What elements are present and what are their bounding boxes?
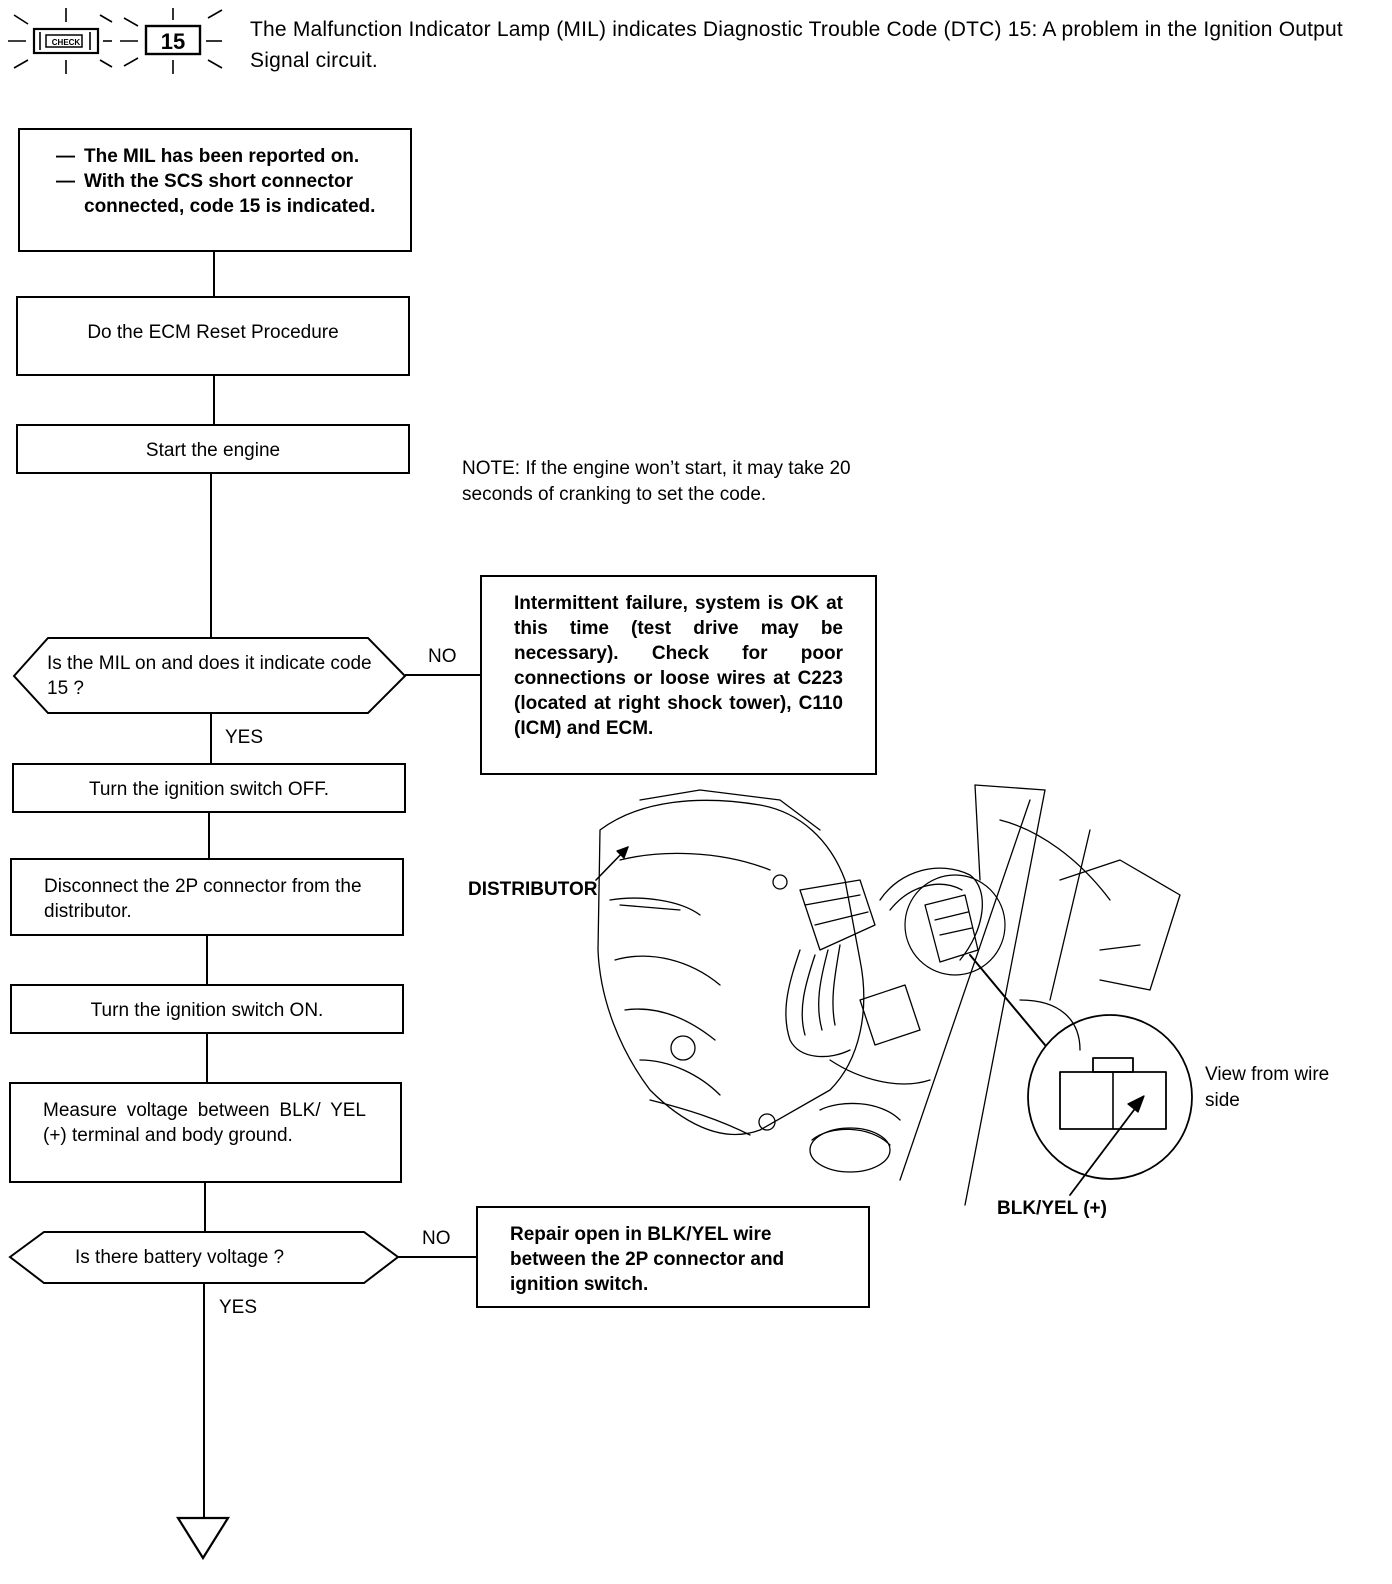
step-ignition-off-box: Turn the ignition switch OFF. xyxy=(12,763,406,813)
terminal-arrow xyxy=(1069,1101,1141,1196)
connector-line xyxy=(398,1256,476,1258)
connector-line xyxy=(206,934,208,985)
connector-line xyxy=(213,250,215,297)
step-measure-voltage-box: Measure voltage between BLK/ YEL (+) ter… xyxy=(9,1082,402,1183)
view-from-wire-side-label: View from wire side xyxy=(1205,1064,1330,1111)
2p-connector-icon xyxy=(924,894,979,963)
step-mil-reported-box: The MIL has been reported on. With the S… xyxy=(18,128,412,252)
connector-line xyxy=(213,374,215,425)
connector-line xyxy=(206,1034,208,1083)
view-circle xyxy=(1027,1014,1193,1180)
continue-arrow-icon xyxy=(176,1516,230,1561)
step-ignition-on-text: Turn the ignition switch ON. xyxy=(90,1000,324,1021)
check-engine-icon xyxy=(32,27,100,55)
mil-icon-group: CHECK 15 xyxy=(8,8,223,74)
connector-line xyxy=(210,473,212,640)
check-lamp-text: CHECK xyxy=(52,38,81,47)
step-ecm-reset-text: Do the ECM Reset Procedure xyxy=(87,322,339,343)
step-measure-voltage-text: Measure voltage between BLK/ YEL (+) ter… xyxy=(43,1100,366,1146)
step-scs-connected-line: With the SCS short connector connected, … xyxy=(56,169,390,219)
decision-mil-on-no-label: NO xyxy=(428,646,457,667)
step-start-engine-text: Start the engine xyxy=(145,440,281,461)
result-intermittent-box: Intermittent failure, system is OK at th… xyxy=(480,575,877,775)
code-number: 15 xyxy=(161,29,185,54)
code-15-box xyxy=(144,24,202,56)
step-mil-reported-line: The MIL has been reported on. xyxy=(56,144,390,169)
connector-line xyxy=(204,1182,206,1232)
distributor-label: DISTRIBUTOR xyxy=(468,879,598,900)
blk-yel-terminal-label: BLK/YEL (+) xyxy=(997,1198,1107,1219)
decision-mil-on-text: Is the MIL on and does it indicate code … xyxy=(47,653,372,699)
connector-line xyxy=(203,1283,205,1520)
result-repair-text: Repair open in BLK/YEL wire between the … xyxy=(510,1224,785,1295)
distributor-housing xyxy=(597,799,865,1135)
result-intermittent-text: Intermittent failure, system is OK at th… xyxy=(514,593,843,739)
decision-battery-no-label: NO xyxy=(422,1228,451,1249)
connector-face-icon xyxy=(1059,1071,1167,1130)
decision-mil-on-yes-label: YES xyxy=(225,727,264,748)
step-disconnect-box: Disconnect the 2P connector from the dis… xyxy=(10,858,404,936)
connector-line xyxy=(208,811,210,860)
result-repair-box: Repair open in BLK/YEL wire between the … xyxy=(476,1206,870,1308)
distributor-connector xyxy=(799,879,876,951)
note-text: NOTE: If the engine won’t start, it may … xyxy=(462,458,851,505)
step-ignition-on-box: Turn the ignition switch ON. xyxy=(10,984,404,1034)
step-ignition-off-text: Turn the ignition switch OFF. xyxy=(88,779,330,800)
decision-battery-text: Is there battery voltage ? xyxy=(75,1247,285,1268)
connector-line xyxy=(405,674,482,676)
page-title: The Malfunction Indicator Lamp (MIL) ind… xyxy=(250,18,1343,72)
connector-line xyxy=(210,712,212,764)
decision-battery-yes-label: YES xyxy=(219,1297,258,1318)
step-disconnect-text: Disconnect the 2P connector from the dis… xyxy=(44,876,362,922)
step-ecm-reset-box: Do the ECM Reset Procedure xyxy=(16,296,410,376)
step-start-engine-box: Start the engine xyxy=(16,424,410,474)
